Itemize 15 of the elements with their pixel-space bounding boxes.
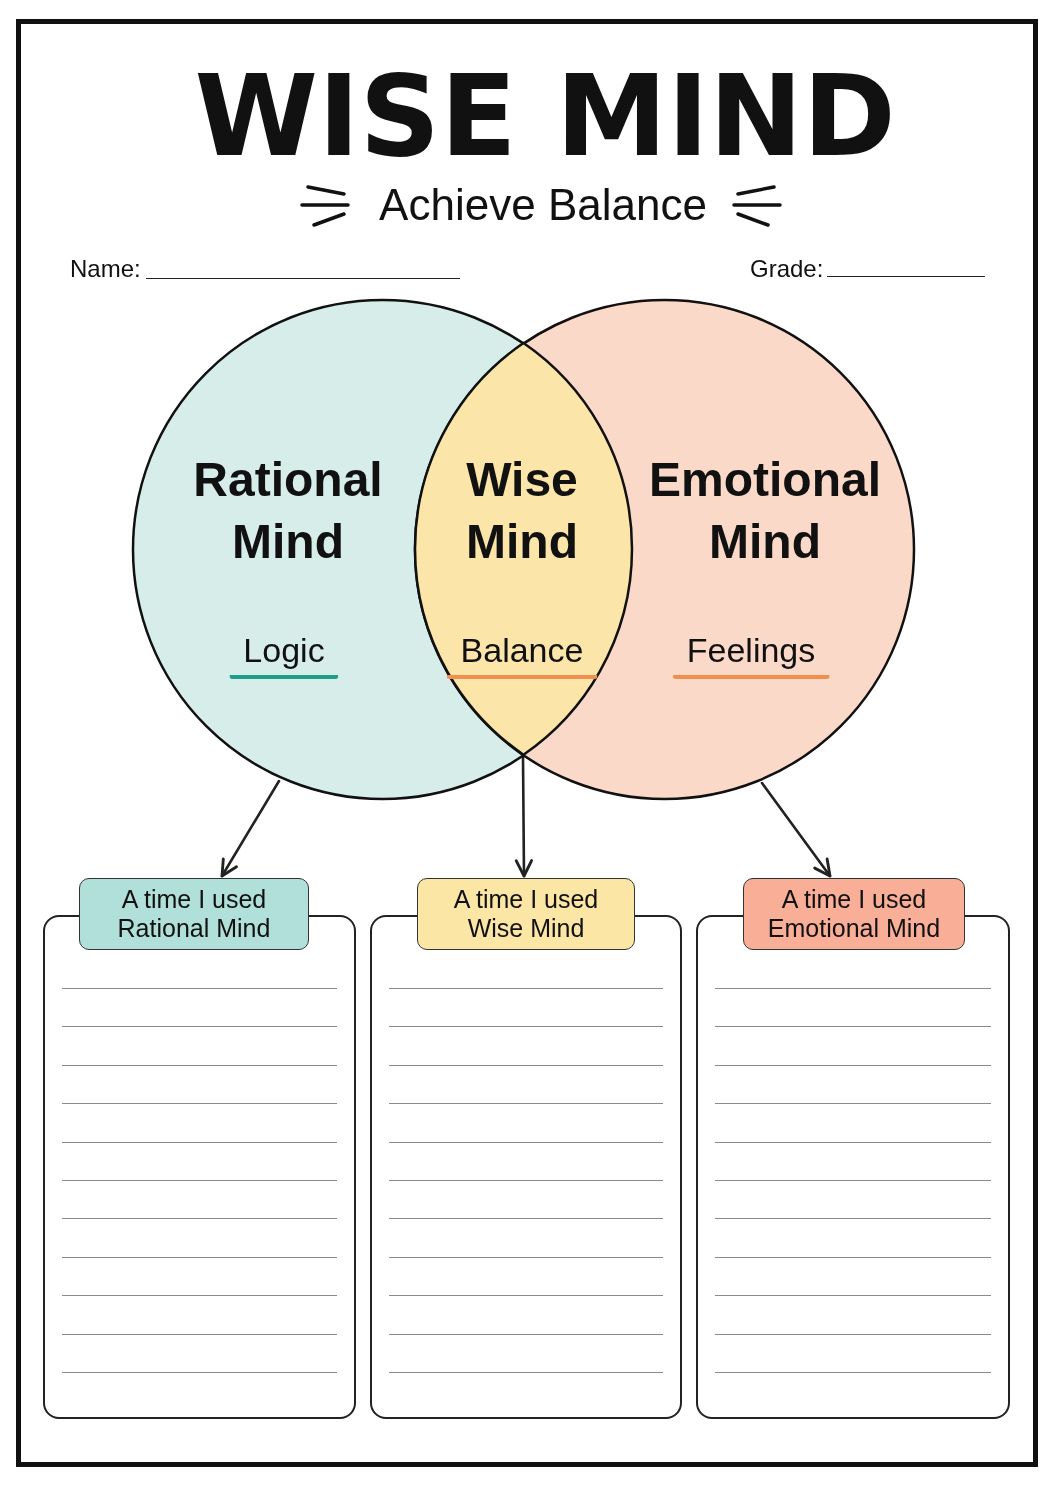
region-title: Rational Mind bbox=[193, 452, 383, 570]
keyword-label: Feelings bbox=[672, 630, 830, 679]
panel-heading: A time I used Wise Mind bbox=[417, 878, 635, 950]
region-title: Wise Mind bbox=[466, 452, 578, 570]
keyword-label: Logic bbox=[229, 630, 339, 679]
arrow bbox=[760, 781, 832, 878]
keyword-label: Balance bbox=[446, 630, 598, 679]
worksheet-title: WISE MIND bbox=[194, 60, 896, 172]
subtitle: Achieve Balance bbox=[379, 180, 707, 230]
field-label: Grade: bbox=[750, 255, 824, 283]
region-title: Emotional Mind bbox=[649, 452, 881, 570]
arrow bbox=[220, 779, 281, 878]
panel-heading: A time I used Rational Mind bbox=[79, 878, 309, 950]
field-label: Name: bbox=[70, 255, 141, 283]
panel-heading: A time I used Emotional Mind bbox=[743, 878, 965, 950]
